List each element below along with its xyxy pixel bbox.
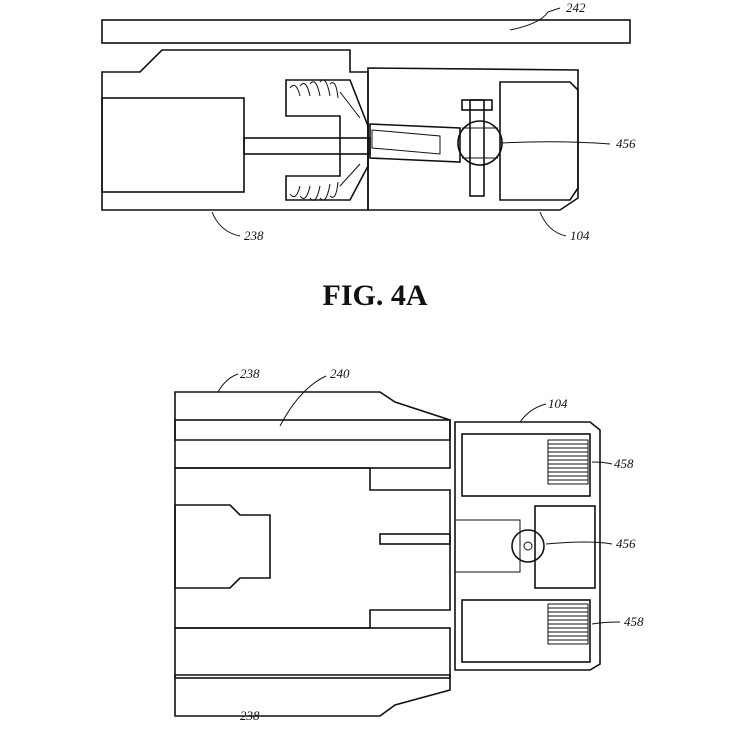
label-456-b: 456 <box>616 536 636 551</box>
sleeve-240 <box>174 419 451 679</box>
ball-456-b <box>511 529 545 563</box>
cap-104-b <box>454 421 601 671</box>
ridges-458-top <box>547 439 589 485</box>
label-238-bottom: 238 <box>240 708 260 723</box>
leader-458-top <box>591 461 613 465</box>
cap-104 <box>367 67 579 211</box>
leader-104-b <box>519 403 547 423</box>
housing-core <box>174 467 451 629</box>
leader-240 <box>279 375 327 427</box>
leader-456 <box>499 141 611 145</box>
leader-238-top <box>217 373 239 393</box>
leader-238 <box>211 211 241 237</box>
spring <box>289 79 361 201</box>
label-458-top: 458 <box>614 456 634 471</box>
leader-458-bottom <box>591 621 621 625</box>
ridges-458-bottom <box>547 603 589 645</box>
leader-104 <box>539 211 567 237</box>
label-104-b: 104 <box>548 396 568 411</box>
figure-4a: 242 456 238 104 FIG. 4A <box>101 0 636 312</box>
figure-4b: 238 240 104 458 456 458 238 <box>174 366 644 723</box>
label-238: 238 <box>244 228 264 243</box>
label-456: 456 <box>616 136 636 151</box>
label-240: 240 <box>330 366 350 381</box>
label-242: 242 <box>566 0 586 15</box>
housing-238 <box>101 49 371 211</box>
housing-238-shell <box>174 391 451 717</box>
label-458-bottom: 458 <box>624 614 644 629</box>
figure-caption-4a: FIG. 4A <box>323 279 428 312</box>
label-104: 104 <box>570 228 590 243</box>
plate-242 <box>101 19 631 44</box>
label-238-top: 238 <box>240 366 260 381</box>
leader-456-b <box>545 541 613 545</box>
leader-242 <box>509 7 561 31</box>
